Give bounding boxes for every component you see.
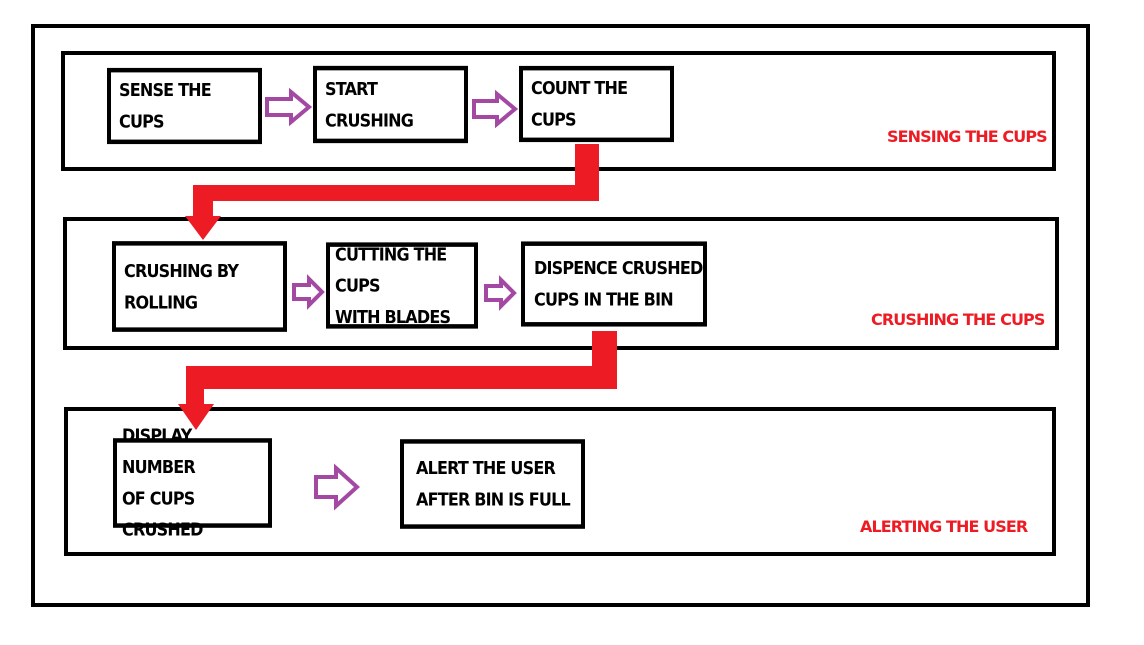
step-arrow <box>292 274 325 310</box>
step-start-crushing: START CRUSHING <box>313 65 468 144</box>
stage-label-crushing: CRUSHING THE CUPS <box>871 310 1045 329</box>
step-arrow <box>472 89 519 129</box>
step-alert-the-user: ALERT THE USER AFTER BIN IS FULL <box>400 439 585 529</box>
stage-label-alerting: ALERTING THE USER <box>860 517 1028 536</box>
step-dispence-crushed: DISPENCE CRUSHED CUPS IN THE BIN <box>521 241 707 327</box>
step-arrow <box>314 463 360 511</box>
stage-arrow-1-to-2 <box>185 144 599 240</box>
step-arrow <box>265 87 313 127</box>
step-crushing-by-rolling: CRUSHING BY ROLLING <box>112 241 287 332</box>
stage-arrow-2-to-3 <box>178 331 617 430</box>
step-count-the-cups: COUNT THE CUPS <box>519 65 674 143</box>
step-cutting-with-blades: CUTTING THE CUPS WITH BLADES <box>326 242 478 329</box>
diagram-frame <box>31 24 1090 607</box>
stage-label-sensing: SENSING THE CUPS <box>887 127 1048 146</box>
step-sense-the-cups: SENSE THE CUPS <box>107 67 262 145</box>
step-display-number: DISPLAY NUMBER OF CUPS CRUSHED <box>113 425 272 540</box>
step-arrow <box>484 275 517 311</box>
